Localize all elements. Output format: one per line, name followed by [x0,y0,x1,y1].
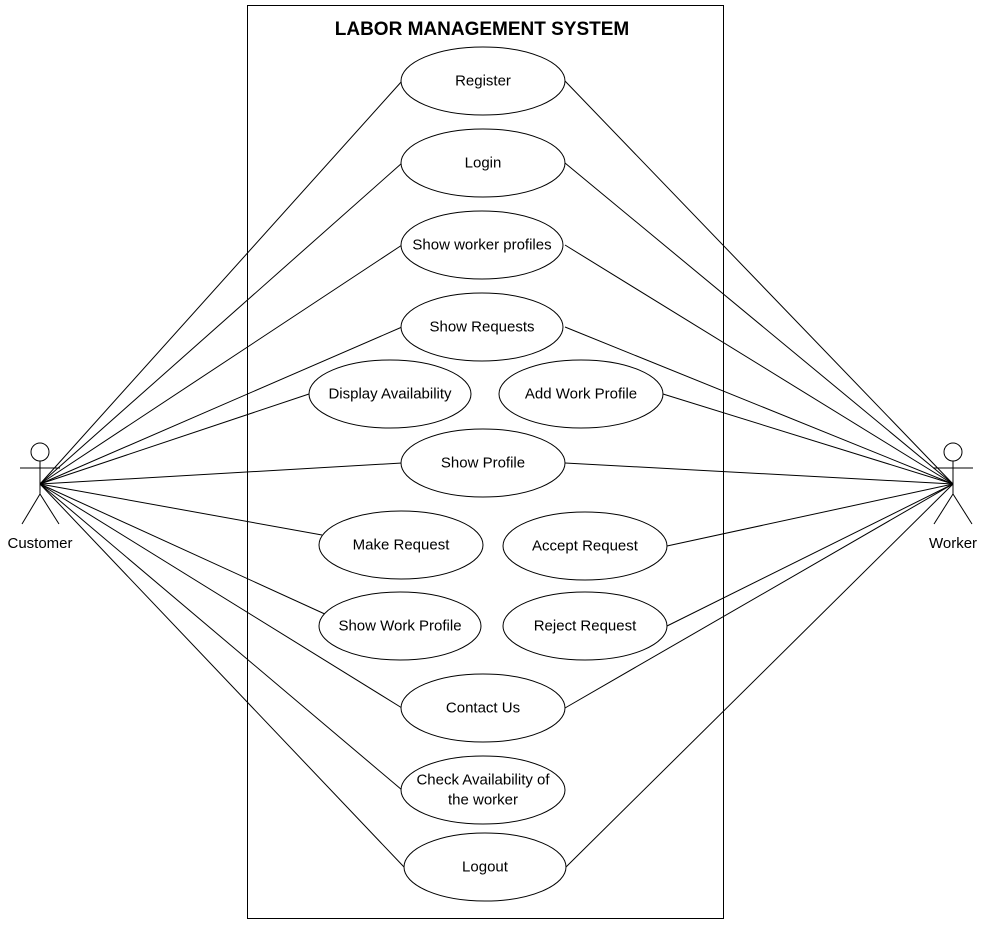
stick-figure-icon [933,442,973,525]
association-worker-contact-us [564,483,954,709]
use-case-ellipse [502,511,668,581]
use-case-ellipse [400,128,566,198]
use-case-check-availability[interactable]: Check Availability of the worker [400,755,566,825]
association-customer-check-availability [39,483,403,791]
use-case-ellipse [400,755,566,825]
system-boundary [247,5,724,919]
use-case-label: Accept Request [532,538,639,555]
association-customer-make-request [39,483,323,536]
association-customer-register [39,80,403,485]
use-case-show-profile[interactable]: Show Profile [400,428,566,498]
association-customer-login [39,162,403,485]
actor-customer[interactable]: Customer [7,442,73,552]
association-customer-show-worker-profiles [39,244,403,485]
use-case-label-line1: Check Availability of [416,772,550,789]
system-title: LABOR MANAGEMENT SYSTEM [335,19,630,40]
association-worker-login [564,162,954,485]
association-worker-show-worker-profiles [564,244,954,485]
use-case-label-line2: the worker [448,792,518,809]
association-worker-logout [565,483,954,868]
use-case-label: Show Work Profile [338,618,461,635]
use-case-ellipse [400,673,566,743]
use-case-label: Logout [462,859,509,876]
actor-label: Customer [7,535,72,552]
use-case-register[interactable]: Register [400,46,566,116]
use-case-ellipse [502,591,668,661]
association-worker-show-profile [564,462,954,485]
actor-label: Worker [929,535,977,552]
use-case-label: Show Profile [441,455,525,472]
use-case-label: Make Request [353,537,451,554]
association-worker-show-requests [564,326,954,485]
use-case-login[interactable]: Login [400,128,566,198]
use-case-ellipse [318,591,482,661]
use-case-logout[interactable]: Logout [403,832,567,902]
use-case-label: Contact Us [446,700,520,717]
association-customer-show-profile [39,462,403,485]
use-case-ellipse [403,832,567,902]
use-case-ellipse [400,46,566,116]
association-customer-logout [39,483,405,868]
use-case-label: Register [455,73,511,90]
use-case-contact-us[interactable]: Contact Us [400,673,566,743]
use-case-ellipse [400,292,564,362]
use-case-label: Login [465,155,502,172]
use-case-show-worker-profiles[interactable]: Show worker profiles [400,210,564,280]
use-case-ellipse [318,510,484,580]
use-case-display-availability[interactable]: Display Availability [308,359,472,429]
use-case-ellipse [498,359,664,429]
use-case-label: Reject Request [534,618,637,635]
association-worker-accept-request [666,483,954,547]
stick-figure-icon [20,442,60,525]
use-case-show-work-profile[interactable]: Show Work Profile [318,591,482,661]
worker-associations [564,80,954,868]
use-case-show-requests[interactable]: Show Requests [400,292,564,362]
use-case-ellipse [400,210,564,280]
use-case-ellipse [400,428,566,498]
association-worker-reject-request [666,483,954,627]
use-case-accept-request[interactable]: Accept Request [502,511,668,581]
association-customer-show-work-profile [39,483,328,616]
association-customer-contact-us [39,483,403,709]
customer-associations [39,80,405,868]
use-case-label: Display Availability [328,386,452,403]
association-customer-show-requests [39,326,403,485]
use-case-label: Add Work Profile [525,386,637,403]
use-case-label: Show worker profiles [412,237,551,254]
use-case-label: Show Requests [429,319,534,336]
association-worker-add-work-profile [662,393,954,485]
association-worker-register [564,80,954,485]
use-case-reject-request[interactable]: Reject Request [502,591,668,661]
use-case-add-work-profile[interactable]: Add Work Profile [498,359,664,429]
use-case-make-request[interactable]: Make Request [318,510,484,580]
association-customer-display-availability [39,393,310,485]
actor-worker[interactable]: Worker [929,442,977,552]
use-case-ellipse [308,359,472,429]
